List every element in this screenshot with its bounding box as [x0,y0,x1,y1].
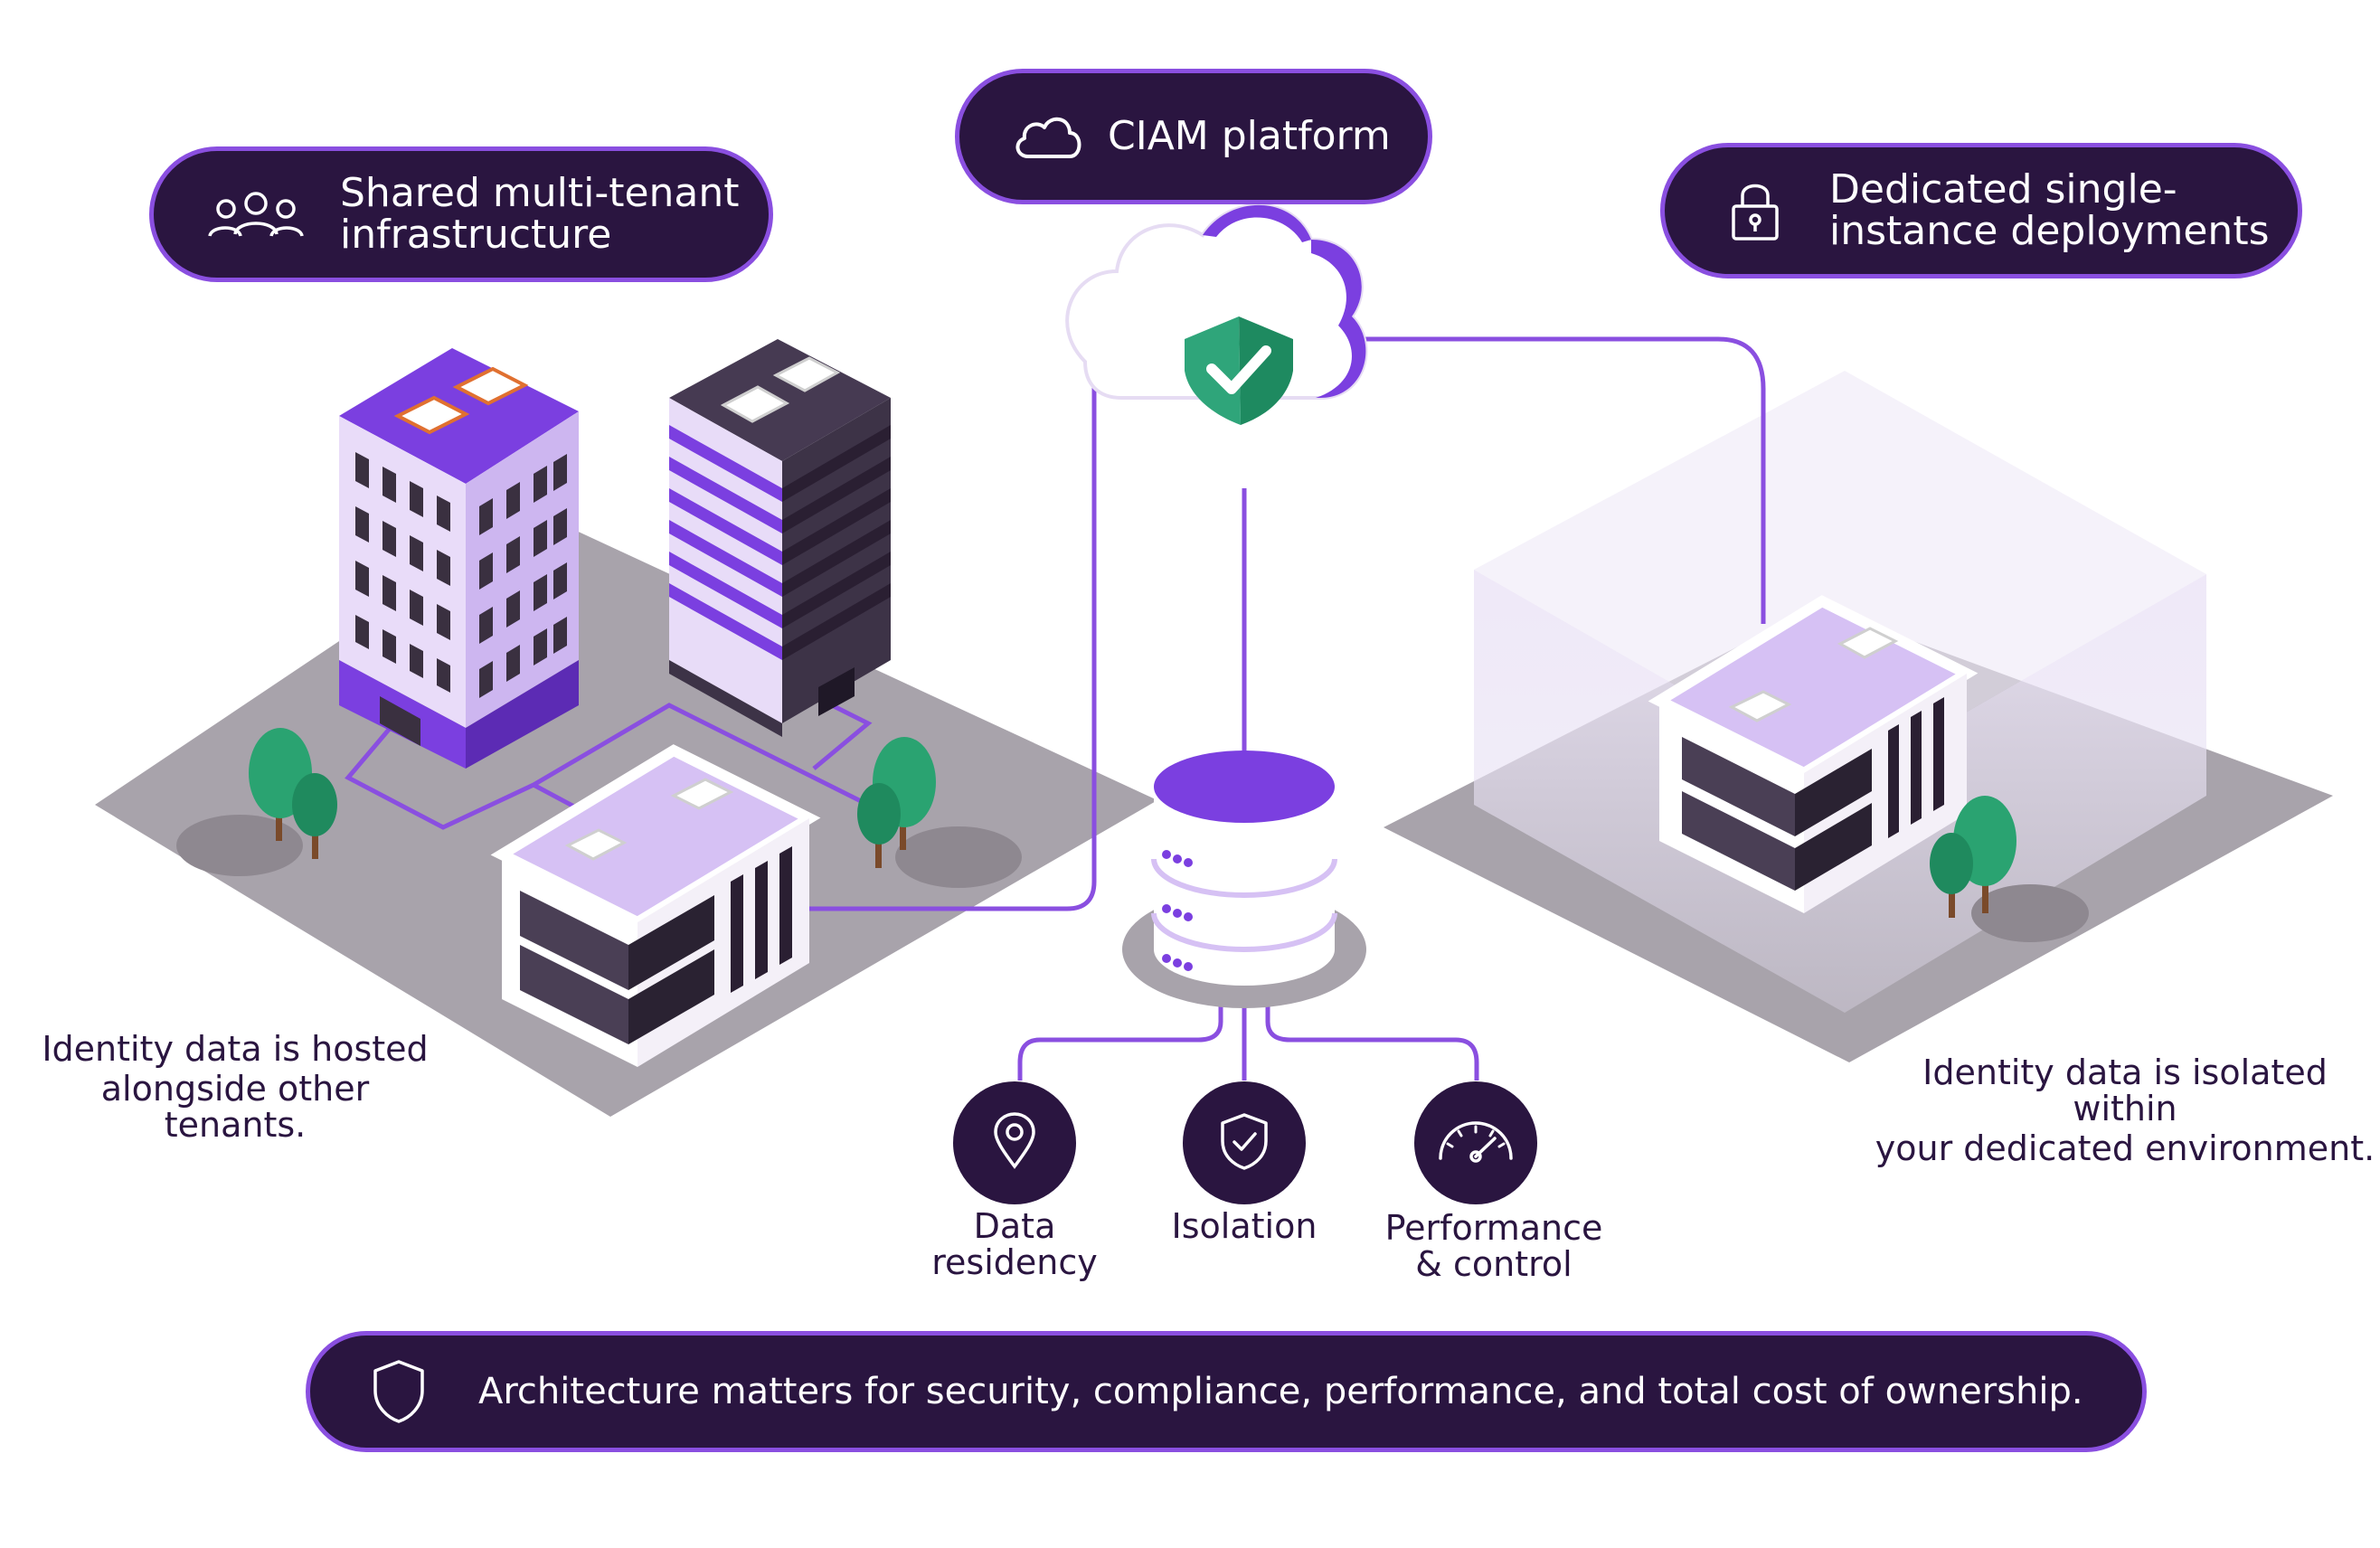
performance-label: Performance & control [1358,1210,1629,1282]
shared-network-line [345,703,870,830]
connector-db-to-residency [1017,999,1223,1081]
shared-infrastructure-pill: Shared multi-tenant infrastructure [149,146,773,282]
tree-shadow [1971,884,2089,942]
shared-caption-line1: Identity data is hosted [42,1029,429,1069]
tall-building-striped [669,339,891,737]
shared-infrastructure-label-line2: infrastructure [340,212,612,258]
shield-outline-icon [372,1358,426,1425]
lock-icon [1728,179,1782,242]
connector-cloud-to-shared [809,380,1097,911]
isolation-label: Isolation [1136,1208,1353,1244]
shared-caption: Identity data is hosted alongside other … [27,1031,443,1143]
tree [1930,796,2016,918]
connector-db-to-performance [1265,999,1479,1081]
shared-network-line [812,703,873,770]
dedicated-caption-line1: Identity data is isolated within [1922,1052,2328,1128]
dedicated-deployments-pill: Dedicated single- instance deployments [1660,143,2302,278]
ciam-platform-pill: CIAM platform [955,69,1432,204]
shield-check-outline-icon [1219,1112,1270,1174]
dedicated-deployments-label: Dedicated single- instance deployments [1829,169,2270,252]
performance-label-line2: & control [1415,1244,1572,1284]
shared-infrastructure-label: Shared multi-tenant infrastructure [340,173,740,256]
low-building-dedicated [1648,595,1979,913]
isolation-label-line1: Isolation [1171,1206,1318,1246]
tree-shadow [895,826,1022,888]
shared-caption-line2: alongside other tenants. [100,1069,370,1145]
tree [857,737,936,868]
tree-shadow [176,815,303,876]
ciam-platform-label: CIAM platform [1108,113,1391,159]
isolation-badge [1183,1081,1306,1204]
tall-building-purple [339,348,579,769]
dedicated-deployments-label-line2: instance deployments [1829,208,2270,254]
footer-statement: Architecture matters for security, compl… [478,1371,2083,1412]
dedicated-caption-line2: your dedicated environment. [1875,1128,2375,1168]
data-residency-badge [953,1081,1076,1204]
footer-pill: Architecture matters for security, compl… [306,1331,2147,1452]
dedicated-deployments-label-line1: Dedicated single- [1829,166,2177,212]
low-building-shared [490,744,821,1067]
performance-label-line1: Performance [1384,1208,1603,1248]
data-residency-label-line1: Data [973,1206,1056,1246]
gauge-icon [1435,1119,1516,1167]
connector-cloud-to-dedicated [1266,336,1766,624]
performance-badge [1414,1081,1537,1204]
shared-infrastructure-label-line1: Shared multi-tenant [340,170,740,216]
data-residency-label: Data residency [906,1208,1123,1280]
tree [249,728,337,859]
users-group-icon [206,187,306,241]
cloud-icon [1012,109,1084,164]
database-icon [1122,750,1366,1008]
shield-check-icon [1185,316,1293,425]
data-residency-label-line2: residency [931,1242,1098,1282]
location-pin-icon [992,1112,1037,1174]
dedicated-caption: Identity data is isolated within your de… [1872,1054,2378,1166]
